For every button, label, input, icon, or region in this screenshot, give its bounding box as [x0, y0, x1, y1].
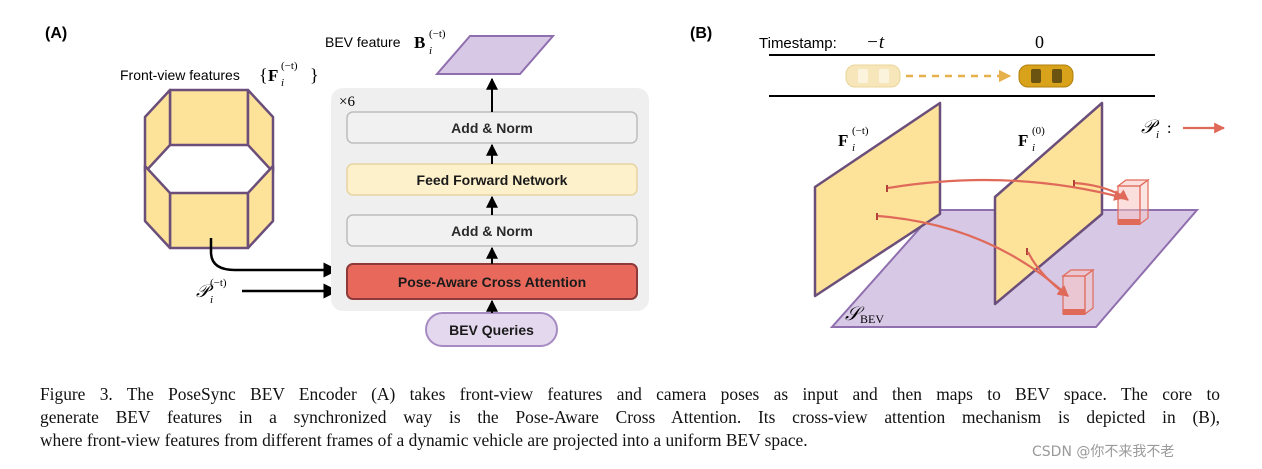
- front-view-text: Front-view features: [120, 67, 240, 83]
- panel-a: (A) Front-view features { F (−t) i } 𝒫 (…: [45, 25, 649, 347]
- front-view-sup: (−t): [281, 60, 298, 72]
- legend-pose-sub: i: [1156, 129, 1159, 141]
- panel-b-label: (B): [690, 25, 712, 42]
- front-view-feature-ring: [143, 88, 275, 250]
- add-norm-bottom-label: Add & Norm: [451, 223, 533, 239]
- projection-arrow-4: [1027, 251, 1069, 297]
- time-now: 0: [1035, 32, 1044, 52]
- feature-panel-bottom: [168, 191, 250, 250]
- figure-caption: Figure 3. The PoseSync BEV Encoder (A) t…: [40, 383, 1220, 452]
- pose-input-label: 𝒫 (−t) i: [196, 277, 227, 306]
- feature-plane-current-label: F (0) i: [1018, 125, 1045, 154]
- watermark: CSDN @你不来我不老: [1032, 444, 1175, 460]
- pose-attention-label: Pose-Aware Cross Attention: [398, 274, 586, 290]
- panel-a-label: (A): [45, 25, 67, 42]
- feature-panel-lower-right: [246, 164, 275, 250]
- feature-past-sup: (−t): [852, 125, 869, 137]
- caption-line-2: generate BEV features in a synchronized …: [40, 407, 1220, 427]
- car-current-icon: [1018, 64, 1074, 88]
- feature-panel-upper-left: [143, 88, 172, 174]
- brace-open: {: [259, 65, 268, 85]
- features-to-attention-arrow: [209, 238, 339, 278]
- feature-plane-past-label: F (−t) i: [838, 125, 869, 154]
- front-view-features-label: Front-view features { F (−t) i }: [120, 60, 319, 89]
- timestamp-label: Timestamp:: [759, 35, 837, 52]
- block-bev-queries: BEV Queries: [425, 312, 558, 347]
- block-add-norm-bottom: Add & Norm: [346, 214, 638, 247]
- add-norm-top-label: Add & Norm: [451, 120, 533, 136]
- feature-past-symbol: F: [838, 131, 848, 150]
- projection-arrow-3: [1074, 181, 1129, 201]
- bev-feature-plane: [434, 35, 556, 75]
- repeat-count: ×6: [339, 94, 355, 110]
- panel-b: (B) Timestamp: −t 0 𝒮 BEV F: [690, 25, 1226, 328]
- front-view-sub: i: [281, 77, 284, 89]
- feature-panel-upper-right: [246, 88, 275, 174]
- projection-arrow-1: [887, 178, 1126, 201]
- caption-line-3: where front-view features from different…: [40, 430, 808, 450]
- bev-plane-sub: BEV: [860, 312, 884, 326]
- car-past-icon: [845, 64, 901, 88]
- front-view-symbol: F: [268, 66, 278, 85]
- block-add-norm-top: Add & Norm: [346, 111, 638, 144]
- sampling-points: [876, 180, 1075, 255]
- feature-panel-lower-left: [143, 164, 172, 250]
- bev-pillar-right: [1116, 178, 1150, 226]
- block-pose-aware-cross-attention: Pose-Aware Cross Attention: [346, 263, 638, 300]
- feature-plane-current: [993, 101, 1104, 306]
- time-past: −t: [866, 32, 885, 53]
- bev-feature-symbol: B: [414, 33, 425, 52]
- pose-sup: (−t): [210, 277, 227, 289]
- bev-feature-text: BEV feature: [325, 34, 401, 50]
- caption-line-1: Figure 3. The PoseSync BEV Encoder (A) t…: [40, 384, 1220, 404]
- feature-now-sub: i: [1032, 142, 1035, 154]
- figure-diagram: (A) Front-view features { F (−t) i } 𝒫 (…: [45, 25, 1226, 347]
- bev-queries-label: BEV Queries: [449, 322, 534, 338]
- bev-feature-sup: (−t): [429, 28, 446, 40]
- feature-plane-past: [813, 101, 942, 298]
- brace-close: }: [310, 65, 319, 85]
- legend-colon: :: [1167, 120, 1171, 137]
- pose-legend: 𝒫 i :: [1141, 117, 1226, 141]
- block-feed-forward: Feed Forward Network: [346, 163, 638, 196]
- bev-feature-label: BEV feature B (−t) i: [325, 28, 446, 57]
- feature-panel-top: [168, 88, 250, 147]
- pose-sub: i: [210, 294, 213, 306]
- feature-now-symbol: F: [1018, 131, 1028, 150]
- bev-feature-sub: i: [429, 45, 432, 57]
- ffn-label: Feed Forward Network: [417, 172, 568, 188]
- feature-now-sup: (0): [1032, 125, 1045, 137]
- projection-arrows: [877, 178, 1129, 297]
- bev-pillar-front: [1061, 268, 1095, 316]
- feature-past-sub: i: [852, 142, 855, 154]
